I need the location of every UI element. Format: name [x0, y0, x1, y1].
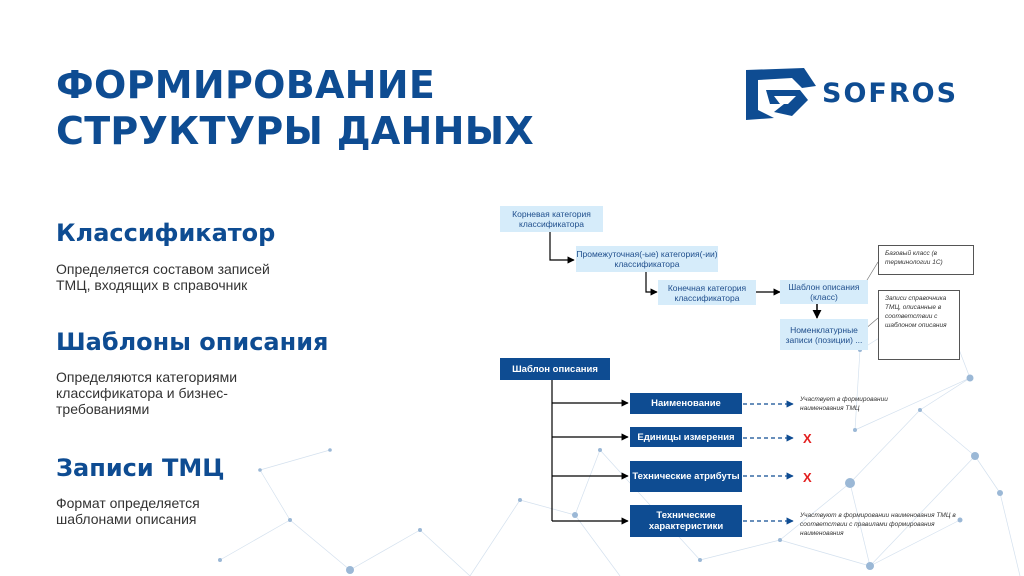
note-records: Записи справочника ТМЦ, описанные в соот…: [878, 290, 960, 360]
note-name-participates: Участвует в формировании наименования ТМ…: [800, 396, 888, 412]
section-text-classifier: Определяется составом записей ТМЦ, входя…: [56, 261, 270, 293]
sofros-logo-icon: [746, 68, 816, 120]
section-heading-templates: Шаблоны описания: [56, 328, 329, 356]
note-base-class: Базовый класс (в терминологии 1С): [878, 245, 974, 275]
section-heading-records: Записи ТМЦ: [56, 454, 225, 482]
x-mark-tech-attributes: X: [803, 470, 812, 485]
box-final-category: Конечная категория классификатора: [658, 280, 756, 305]
box-template-class: Шаблон описания (класс): [780, 280, 868, 304]
section-text-records: Формат определяется шаблонами описания: [56, 495, 200, 527]
box-nomenclature-records: Номенклатурные записи (позиции) ...: [780, 319, 868, 350]
title-line-1: ФОРМИРОВАНИЕ: [56, 63, 436, 107]
box-root-category: Корневая категория классификатора: [500, 206, 603, 232]
logo-text: SOFROS: [822, 78, 959, 109]
box-attribute-tech-characteristics: Технические характеристики: [630, 505, 742, 537]
section-heading-classifier: Классификатор: [56, 219, 276, 247]
section-text-templates: Определяются категориями классификатора …: [56, 369, 238, 417]
box-intermediate-category: Промежуточная(-ые) категория(-ии) класси…: [576, 246, 718, 272]
box-attribute-tech-attributes: Технические атрибуты: [630, 461, 742, 492]
x-mark-units: X: [803, 431, 812, 446]
note-characteristics-participate: Участвуют в формировании наименования ТМ…: [800, 512, 956, 537]
title-line-2: СТРУКТУРЫ ДАННЫХ: [56, 109, 535, 153]
box-attribute-units: Единицы измерения: [630, 427, 742, 447]
box-template-root: Шаблон описания: [500, 358, 610, 380]
box-attribute-name: Наименование: [630, 393, 742, 414]
page-title: ФОРМИРОВАНИЕ СТРУКТУРЫ ДАННЫХ: [56, 62, 534, 154]
